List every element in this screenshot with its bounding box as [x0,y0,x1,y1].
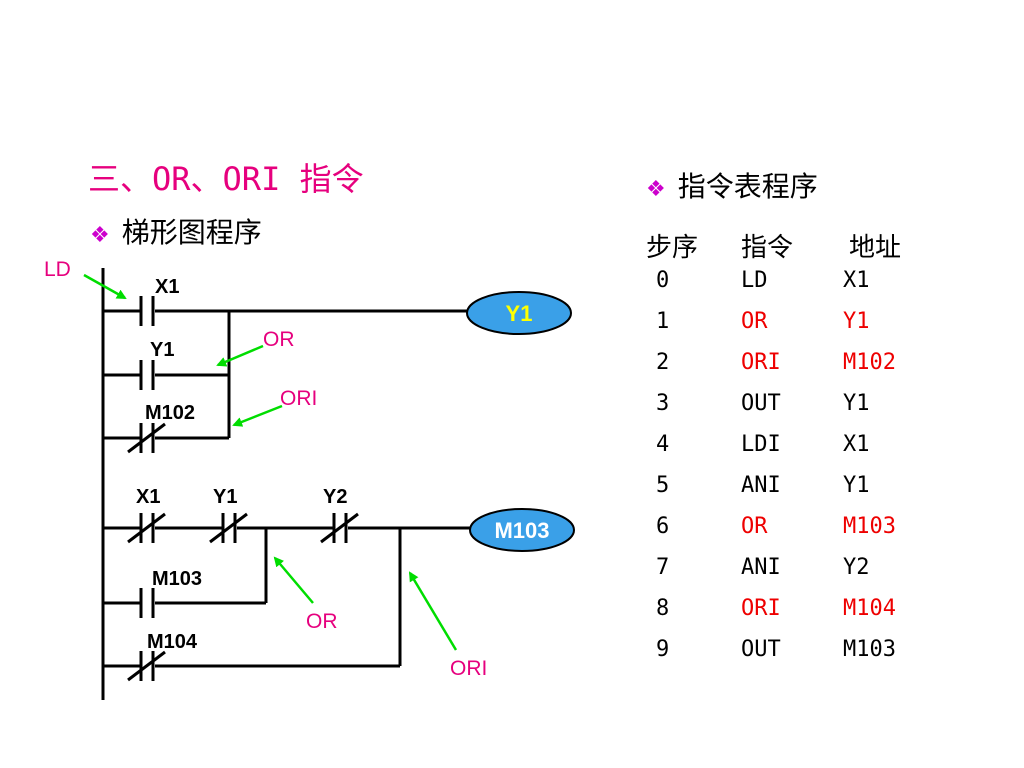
label-x1: X1 [155,276,179,298]
contact-y1-no [139,360,155,390]
contact-m104-nc [127,650,166,682]
row-step: 2 [656,350,670,375]
label-m104: M104 [147,631,198,653]
coil-y1: Y1 [466,291,572,335]
row-step: 7 [656,555,670,580]
col-header-instr: 指令 [741,233,794,263]
label-y1: Y1 [150,339,174,361]
row-address: X1 [843,268,870,293]
diamond-bullet-icon: ❖ [90,223,110,248]
row-address: Y2 [843,555,870,580]
arrow-ld [83,273,127,300]
diamond-bullet-icon: ❖ [646,177,666,202]
page-title: 三、OR、ORI 指令 [88,160,364,198]
row-step: 3 [656,391,670,416]
label-m103: M103 [152,568,202,590]
ladder-heading-text: 梯形图程序 [121,216,262,249]
row-address: Y1 [843,473,870,498]
contact-x1-nc [127,512,166,544]
annotation-ld: LD [44,258,71,281]
instruction-list-heading-text: 指令表程序 [677,170,818,203]
row-address: Y1 [843,309,870,334]
row-step: 8 [656,596,670,621]
row-step: 1 [656,309,670,334]
arrow-ori-1 [232,404,283,427]
row-step: 9 [656,637,670,662]
row-address: Y1 [843,391,870,416]
contact-m103-no [139,588,155,618]
col-header-addr: 地址 [849,233,902,263]
coil-m103-label: M103 [494,518,549,543]
row-instruction: LD [741,268,768,293]
annotation-or-2: OR [306,610,338,633]
coil-m103: M103 [469,508,575,552]
row-step: 4 [656,432,670,457]
arrow-or-2 [273,556,314,604]
row-instruction: ORI [741,596,781,621]
row-address: M104 [843,596,896,621]
contact-x1-no [139,296,155,326]
row-instruction: OR [741,309,768,334]
arrow-ori-2 [408,571,458,651]
row-address: M102 [843,350,896,375]
contact-y2-nc [320,512,359,544]
arrow-or-1 [216,344,264,367]
annotation-or-1: OR [263,328,295,351]
row-instruction: LDI [741,432,781,457]
row-step: 0 [656,268,670,293]
row-instruction: ANI [741,473,781,498]
row-address: X1 [843,432,870,457]
ladder-heading: ❖ 梯形图程序 [90,211,262,251]
instruction-list-heading: ❖ 指令表程序 [646,165,818,205]
col-header-step: 步序 [646,233,699,263]
row-step: 5 [656,473,670,498]
contact-m102-nc [127,422,166,454]
row-address: M103 [843,514,896,539]
row-instruction: ORI [741,350,781,375]
row-instruction: OR [741,514,768,539]
label-y2-rung2: Y2 [323,486,347,508]
row-address: M103 [843,637,896,662]
row-step: 6 [656,514,670,539]
annotation-ori-2: ORI [450,657,487,680]
label-x1-rung2: X1 [136,486,160,508]
row-instruction: ANI [741,555,781,580]
coil-y1-label: Y1 [506,301,533,326]
label-m102: M102 [145,402,195,424]
label-y1-rung2: Y1 [213,486,237,508]
contact-y1-nc [209,512,248,544]
row-instruction: OUT [741,637,781,662]
annotation-ori-1: ORI [280,387,317,410]
row-instruction: OUT [741,391,781,416]
